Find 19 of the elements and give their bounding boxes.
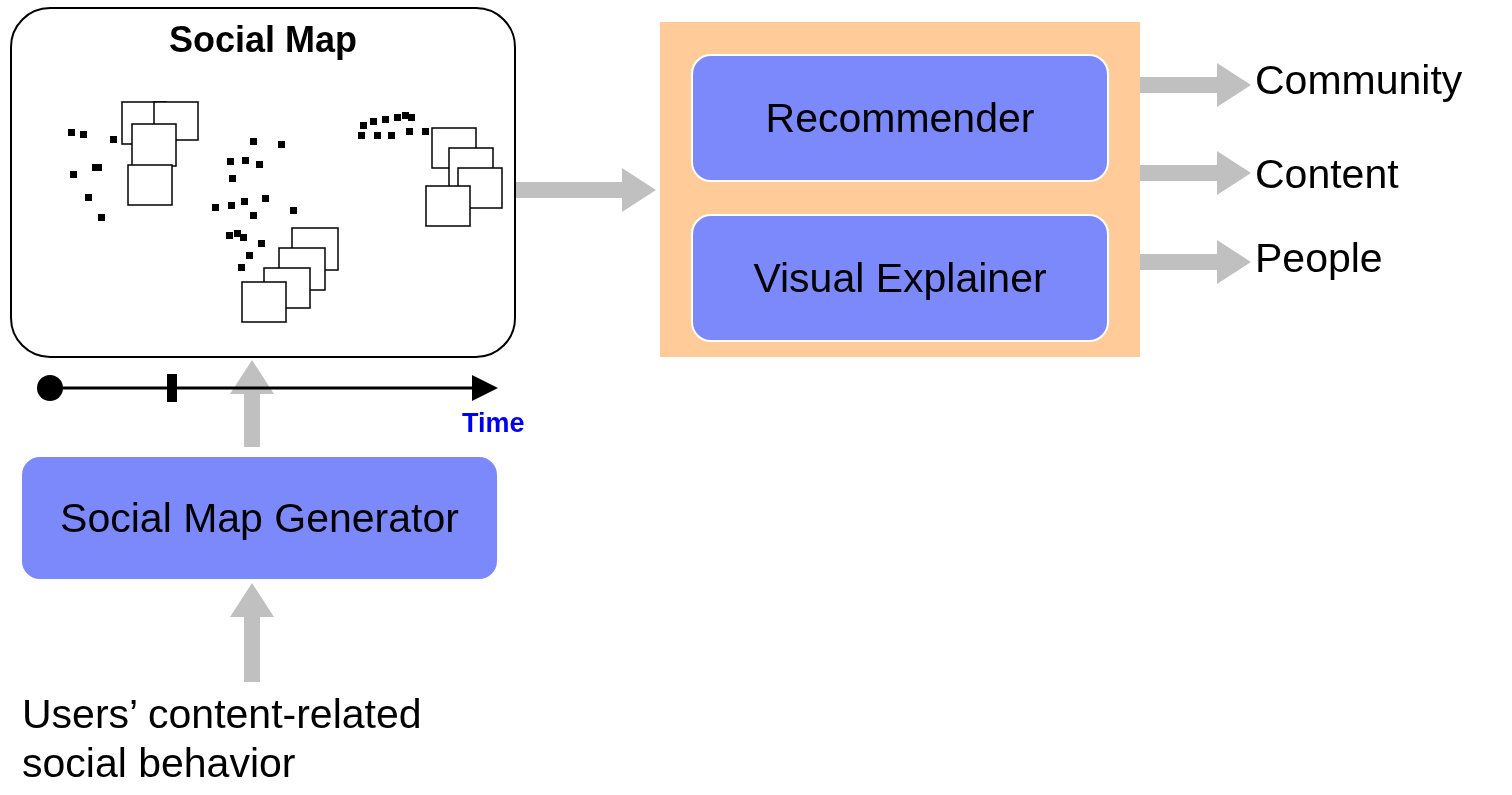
box-label: Visual Explainer xyxy=(752,254,1048,302)
module-panel xyxy=(660,22,1140,357)
text-label: Users’ content-related social behavior xyxy=(22,690,423,788)
text-label: People xyxy=(1255,234,1383,283)
arrow xyxy=(230,583,274,682)
process-box xyxy=(20,455,499,581)
panel-title: Social Map xyxy=(167,19,359,61)
arrow xyxy=(516,168,656,212)
box-label: Recommender xyxy=(764,94,1036,142)
arrow xyxy=(1140,151,1251,195)
arrow xyxy=(1140,240,1251,284)
text-label: Content xyxy=(1255,150,1399,199)
arrow xyxy=(230,360,274,447)
box-label: Social Map Generator xyxy=(59,494,460,542)
process-box xyxy=(691,214,1109,342)
arrow xyxy=(1140,63,1251,107)
process-box xyxy=(691,54,1109,182)
text-label: Community xyxy=(1255,56,1463,105)
axis-label: Time xyxy=(462,408,525,439)
